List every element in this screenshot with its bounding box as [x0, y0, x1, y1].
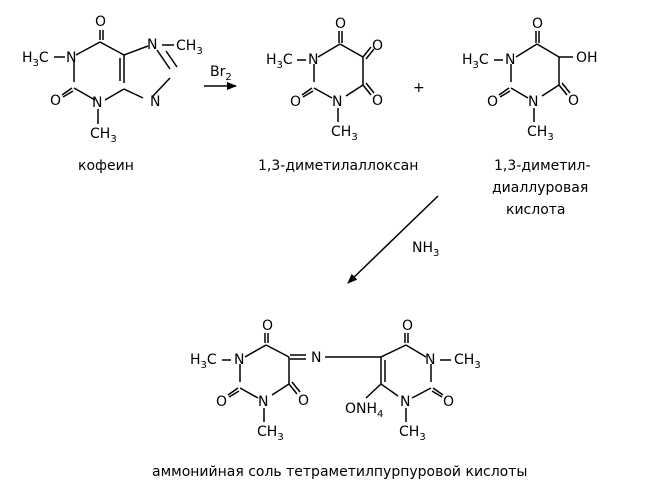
- alloxan-n1: N: [308, 52, 318, 68]
- alloxan-n3: N: [332, 94, 342, 110]
- bromine-arrow: Br2: [204, 64, 237, 90]
- dialuric-methyl-n1: H3C: [462, 52, 489, 71]
- ammonium-salt-label: аммонийная соль тетраметилпурпуровой кис…: [152, 464, 527, 480]
- salt-right-methyl-n1: CH3: [454, 352, 481, 371]
- alloxan-o-top: O: [335, 16, 346, 32]
- caffeine-methyl-n7: CH3: [176, 38, 203, 57]
- alloxan-o-left: O: [290, 94, 301, 110]
- alloxan-methyl-n3: CH3: [331, 124, 358, 143]
- dimethylalloxan-structure: O O O O N N H3C CH3: [266, 16, 383, 143]
- alloxan-o-right-top: O: [372, 38, 383, 54]
- dialuric-n3: N: [528, 94, 538, 110]
- caffeine-n3: N: [92, 95, 102, 111]
- caffeine-methyl-n3: CH3: [90, 126, 117, 145]
- salt-left-methyl-n1: H3C: [190, 352, 217, 371]
- plus-sign: +: [413, 80, 425, 96]
- salt-left-o-top: O: [262, 318, 273, 334]
- caffeine-methyl-n1: H3C: [22, 50, 49, 69]
- caffeine-n7: N: [147, 37, 157, 53]
- salt-left-n3: N: [258, 394, 268, 410]
- dimethyldialuric-label-line1: 1,3-диметил-: [494, 158, 591, 174]
- dialuric-n1: N: [505, 52, 515, 68]
- ammonia-reagent: NH3: [412, 240, 439, 259]
- dimethylalloxan-label: 1,3-диметилаллоксан: [258, 158, 418, 174]
- caffeine-n1: N: [66, 50, 76, 66]
- dimethyldialuric-label-line3: кислота: [506, 202, 566, 218]
- salt-bridge-n: N: [311, 350, 321, 366]
- salt-right-o-top: O: [402, 318, 413, 334]
- alloxan-methyl-n1: H3C: [266, 52, 293, 71]
- dialuric-o-left: O: [487, 94, 498, 110]
- dialuric-hydroxyl: OH: [576, 50, 598, 66]
- salt-left-o-left: O: [216, 394, 227, 410]
- salt-left-o-right: O: [298, 393, 309, 409]
- salt-right-methyl-n3: CH3: [399, 424, 426, 443]
- caffeine-structure: O N O N N N H3C CH3 CH3: [22, 14, 203, 145]
- dimethyldialuric-structure: O OH O O N N H3C CH3: [462, 16, 598, 143]
- caffeine-carbonyl-o-left: O: [50, 93, 61, 109]
- caffeine-label: кофеин: [78, 158, 134, 174]
- caffeine-n9: N: [150, 94, 160, 110]
- dialuric-o-top: O: [532, 16, 543, 32]
- dialuric-methyl-n3: CH3: [527, 124, 554, 143]
- ammonium-salt-structure: O O O N N N H3C CH3 O O N N CH3 CH3 ONH4: [190, 318, 481, 443]
- salt-right-o-right: O: [443, 394, 454, 410]
- salt-left-n1: N: [234, 352, 244, 368]
- ammonia-arrow: NH3: [347, 195, 439, 284]
- dimethyldialuric-label-line2: диаллуровая: [492, 180, 588, 196]
- salt-left-methyl-n3: CH3: [257, 424, 284, 443]
- salt-ammonium-oxide: ONH4: [345, 401, 383, 420]
- salt-right-n3: N: [400, 394, 410, 410]
- bromine-reagent: Br2: [210, 64, 232, 83]
- dialuric-o-right: O: [568, 93, 579, 109]
- caffeine-carbonyl-o-top: O: [95, 14, 106, 30]
- salt-right-n1: N: [425, 352, 435, 368]
- alloxan-o-right-bottom: O: [372, 93, 383, 109]
